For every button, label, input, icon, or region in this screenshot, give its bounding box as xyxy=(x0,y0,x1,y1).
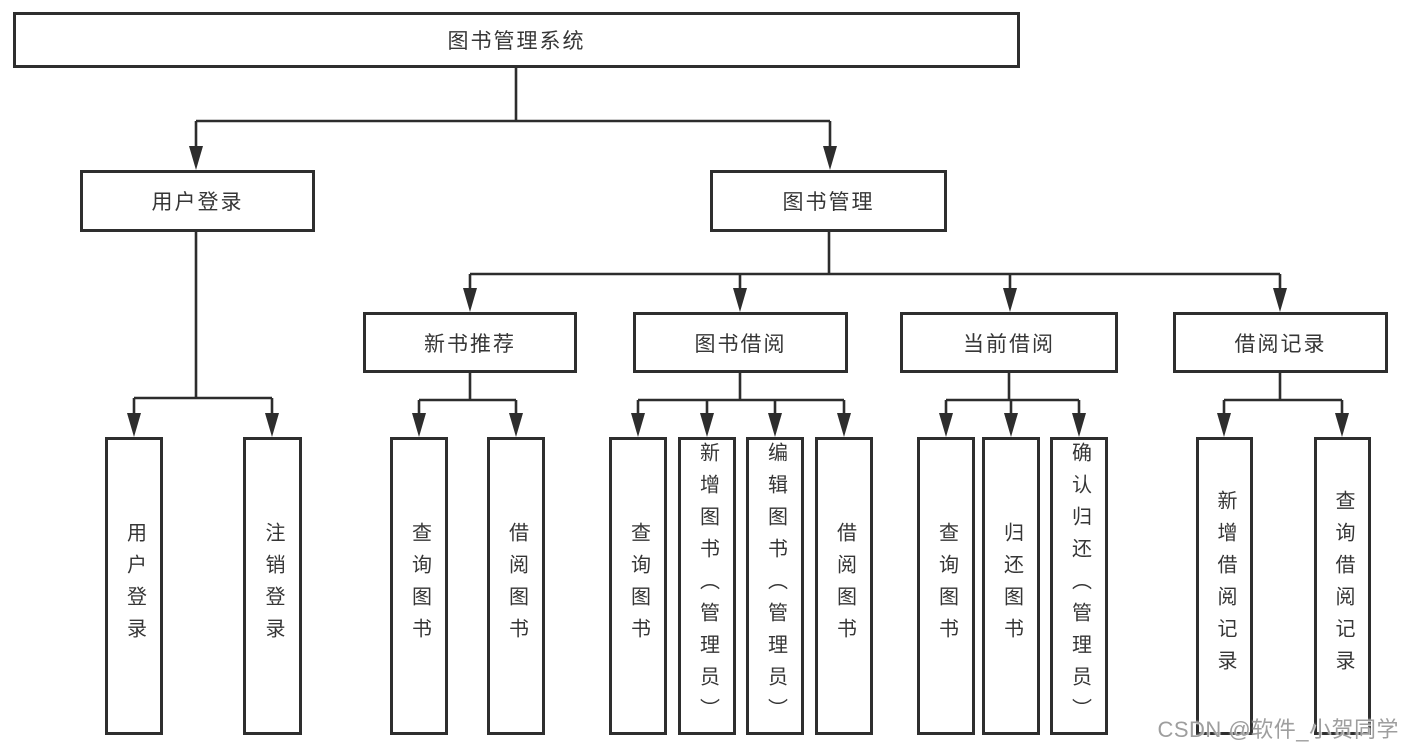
leaf-query-books-current-label: 查询图书 xyxy=(935,522,958,650)
leaf-edit-book-admin-label: 编辑图书（管理员） xyxy=(764,442,787,730)
leaf-return-books-label: 归还图书 xyxy=(1000,522,1023,650)
node-book-management: 图书管理 xyxy=(710,170,947,232)
leaf-logout-label: 注销登录 xyxy=(262,522,284,650)
node-borrow-records: 借阅记录 xyxy=(1173,312,1388,373)
leaf-confirm-return-admin: 确认归还（管理员） xyxy=(1050,437,1108,735)
leaf-query-books-current: 查询图书 xyxy=(917,437,975,735)
leaf-user-login: 用户登录 xyxy=(105,437,163,735)
node-new-book-recommend: 新书推荐 xyxy=(363,312,577,373)
leaf-return-books: 归还图书 xyxy=(982,437,1040,735)
leaf-query-books-borrowing: 查询图书 xyxy=(609,437,667,735)
leaf-query-borrow-record-label: 查询借阅记录 xyxy=(1332,490,1354,682)
csdn-watermark: CSDN @软件_小贺同学 xyxy=(1157,717,1399,742)
leaf-borrow-books-borrowing-label: 借阅图书 xyxy=(833,522,856,650)
node-user-login: 用户登录 xyxy=(80,170,315,232)
leaf-query-borrow-record: 查询借阅记录 xyxy=(1314,437,1371,735)
node-root-library-management-system: 图书管理系统 xyxy=(13,12,1020,68)
leaf-borrow-books-recommend: 借阅图书 xyxy=(487,437,545,735)
node-book-borrowing: 图书借阅 xyxy=(633,312,848,373)
leaf-borrow-books-borrowing: 借阅图书 xyxy=(815,437,873,735)
node-current-borrowing-label: 当前借阅 xyxy=(963,332,1055,356)
leaf-query-books-recommend-label: 查询图书 xyxy=(408,522,431,650)
leaf-query-books-recommend: 查询图书 xyxy=(390,437,448,735)
node-root-label: 图书管理系统 xyxy=(447,30,586,53)
node-borrow-records-label: 借阅记录 xyxy=(1234,332,1327,356)
node-new-book-recommend-label: 新书推荐 xyxy=(424,332,516,356)
leaf-add-book-admin: 新增图书（管理员） xyxy=(678,437,736,735)
node-current-borrowing: 当前借阅 xyxy=(900,312,1118,373)
leaf-edit-book-admin: 编辑图书（管理员） xyxy=(746,437,804,735)
leaf-add-borrow-record-label: 新增借阅记录 xyxy=(1214,490,1236,682)
node-book-borrowing-label: 图书借阅 xyxy=(694,332,787,356)
leaf-user-login-label: 用户登录 xyxy=(123,522,146,650)
leaf-confirm-return-admin-label: 确认归还（管理员） xyxy=(1068,442,1091,730)
leaf-query-books-borrowing-label: 查询图书 xyxy=(627,522,650,650)
arrowheads xyxy=(127,146,1349,437)
node-book-management-label: 图书管理 xyxy=(782,191,875,214)
node-user-login-label: 用户登录 xyxy=(151,191,244,214)
leaf-add-borrow-record: 新增借阅记录 xyxy=(1196,437,1253,735)
leaf-logout: 注销登录 xyxy=(243,437,302,735)
leaf-borrow-books-recommend-label: 借阅图书 xyxy=(505,522,528,650)
leaf-add-book-admin-label: 新增图书（管理员） xyxy=(696,442,719,730)
